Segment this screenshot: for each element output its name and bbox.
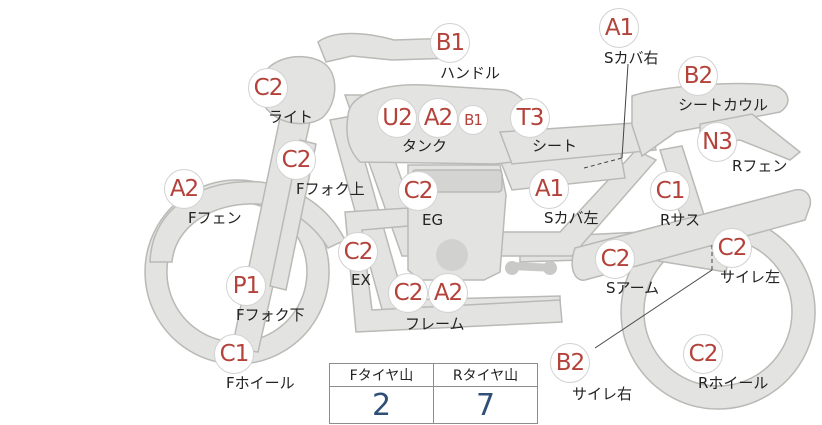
label-seat: シート — [532, 137, 578, 155]
grade-badge-f-fork-upper: C2 — [276, 140, 316, 180]
label-frame: フレーム — [405, 315, 465, 333]
leader-s-cover-right — [621, 63, 629, 159]
label-muffler-left: サイレ左 — [720, 268, 781, 286]
label-engine: EG — [422, 211, 444, 229]
footpeg-knob-right — [543, 261, 557, 275]
grade-badge-f-fender: A2 — [164, 169, 204, 209]
grade-badge-light: C2 — [248, 68, 288, 108]
tire-tread-table: Fタイヤ山 Rタイヤ山 2 7 — [329, 363, 538, 424]
grade-badge-f-wheel: C1 — [214, 334, 254, 374]
label-handle: ハンドル — [440, 64, 501, 82]
label-r-suspension: Rサス — [660, 211, 701, 229]
grade-badge-frame-1: C2 — [388, 273, 428, 313]
label-r-fender: Rフェン — [732, 157, 788, 175]
footpeg-knob-left — [505, 261, 519, 275]
rear-tread-value: 7 — [433, 386, 538, 424]
grade-badge-f-fork-lower: P1 — [226, 266, 266, 306]
rear-tread-header: Rタイヤ山 — [433, 363, 538, 387]
label-muffler-right: サイレ右 — [572, 385, 633, 403]
label-tank: タンク — [402, 137, 448, 155]
grade-badge-s-cover-right: A1 — [599, 8, 639, 48]
leader-muffler-right — [594, 269, 713, 349]
label-s-cover-right: Sカバ右 — [604, 49, 659, 67]
grade-badge-s-cover-left: A1 — [529, 169, 569, 209]
label-r-wheel: Rホイール — [698, 374, 769, 392]
grade-badge-seat-cowl: B2 — [678, 56, 718, 96]
front-tread-value: 2 — [329, 386, 434, 424]
label-f-wheel: Fホイール — [226, 374, 295, 392]
handlebar-shape — [317, 32, 457, 63]
label-f-fork-upper: Fフォク上 — [296, 180, 365, 198]
label-f-fork-lower: Fフォク下 — [236, 306, 305, 324]
grade-badge-r-suspension: C1 — [650, 171, 690, 211]
grade-badge-engine: C2 — [398, 171, 438, 211]
engine-cover — [436, 239, 468, 271]
label-s-cover-left: Sカバ左 — [544, 209, 599, 227]
grade-badge-seat: T3 — [510, 98, 550, 138]
label-light: ライト — [268, 108, 314, 126]
grade-badge-tank-3: B1 — [458, 105, 488, 135]
grade-badge-r-wheel: C2 — [683, 334, 723, 374]
label-seat-cowl: シートカウル — [678, 96, 769, 114]
grade-badge-swing-arm: C2 — [595, 239, 635, 279]
grade-badge-exhaust: C2 — [338, 232, 378, 272]
label-swing-arm: Sアーム — [606, 279, 660, 297]
label-exhaust: EX — [351, 271, 371, 289]
label-f-fender: Fフェン — [188, 209, 242, 227]
grade-badge-muffler-left: C2 — [712, 228, 752, 268]
grade-badge-tank-2: A2 — [418, 98, 458, 138]
grade-badge-handle: B1 — [430, 23, 470, 63]
grade-badge-frame-2: A2 — [428, 273, 468, 313]
front-tread-header: Fタイヤ山 — [329, 363, 434, 387]
grade-badge-r-fender: N3 — [697, 122, 737, 162]
seat-cowl-shape — [631, 82, 789, 158]
grade-badge-tank-1: U2 — [377, 98, 417, 138]
grade-badge-muffler-right: B2 — [550, 343, 590, 383]
